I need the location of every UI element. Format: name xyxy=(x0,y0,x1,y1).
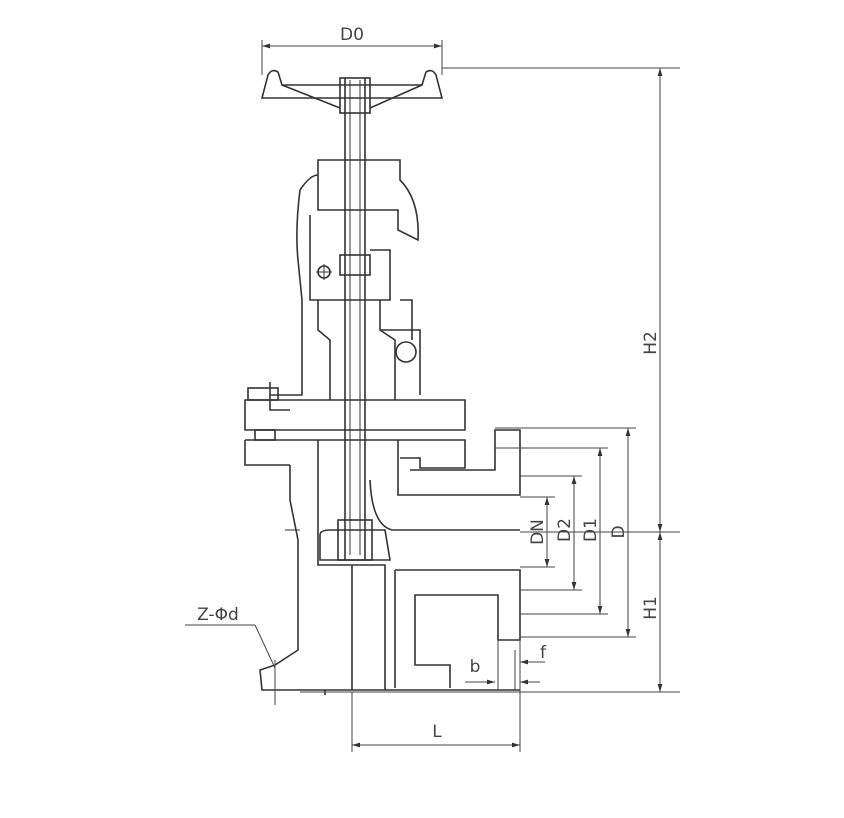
handwheel xyxy=(260,69,444,114)
label-b: b xyxy=(470,657,481,677)
label-bolt-holes: Z-Φd xyxy=(197,605,239,625)
label-d0: D0 xyxy=(340,25,364,45)
valve-body xyxy=(259,429,521,695)
label-d: D xyxy=(609,525,629,538)
label-l: L xyxy=(432,722,442,742)
body-flange xyxy=(244,387,466,469)
label-f: f xyxy=(540,643,547,663)
label-h1: H1 xyxy=(641,596,661,620)
dimensions xyxy=(185,40,680,752)
label-h2: H2 xyxy=(641,331,661,355)
label-d1: D1 xyxy=(581,518,601,542)
bonnet xyxy=(269,159,421,411)
label-d2: D2 xyxy=(555,518,575,542)
label-dn: DN xyxy=(528,519,548,545)
valve-stem xyxy=(337,78,373,561)
